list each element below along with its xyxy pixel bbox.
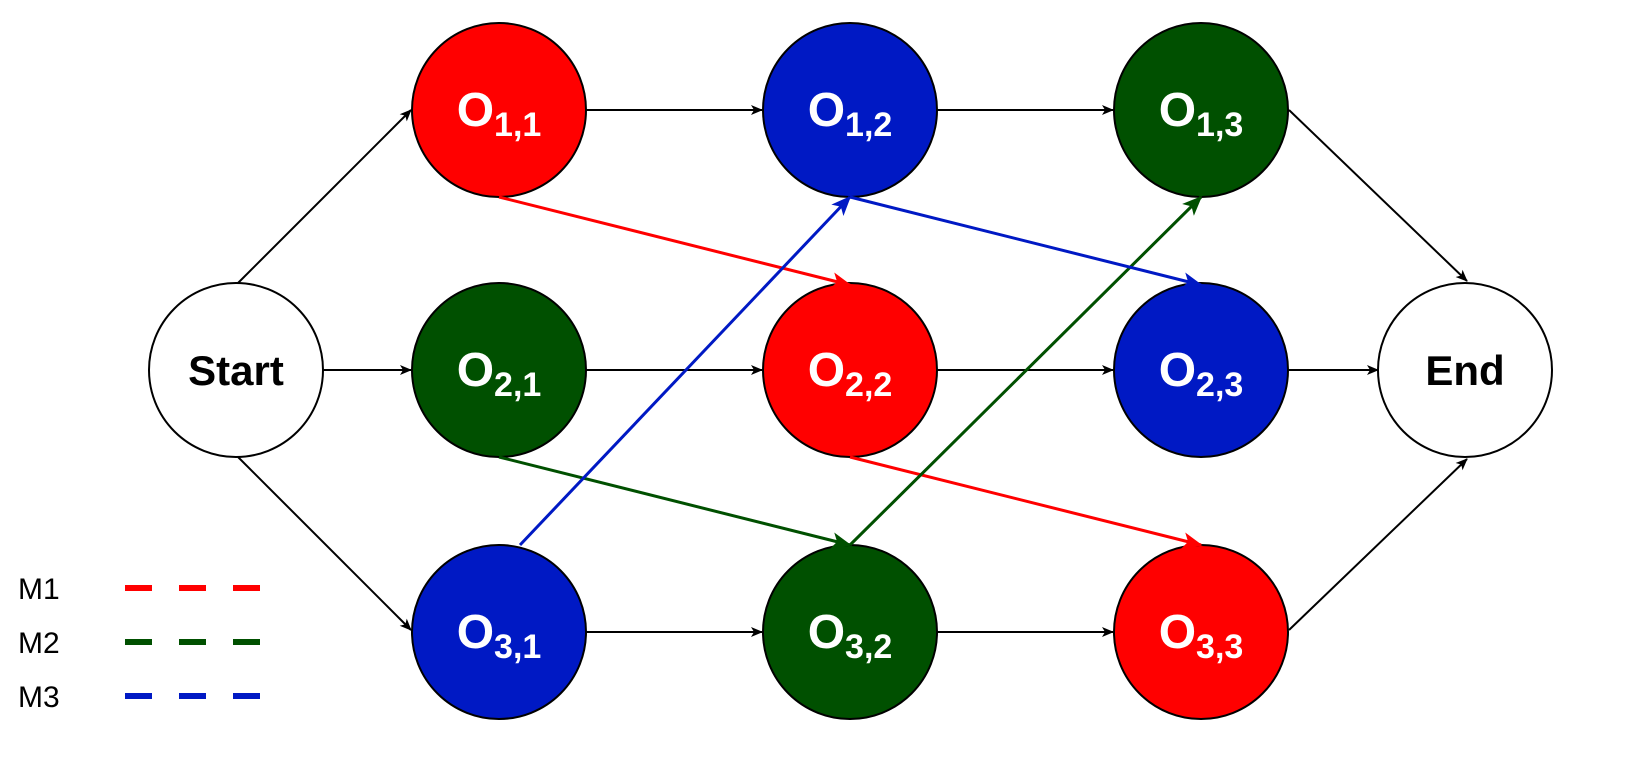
op-main-o31: O xyxy=(457,606,494,659)
op-label-o21: O2,1 xyxy=(457,344,542,404)
op-node-o11: O1,1 xyxy=(411,22,587,198)
op-label-o33: O3,3 xyxy=(1159,606,1244,666)
legend-item-m1: M1 xyxy=(18,573,260,606)
op-sub-o12: 1,2 xyxy=(845,106,892,144)
op-sub-o21: 2,1 xyxy=(494,366,541,404)
op-node-o13: O1,3 xyxy=(1113,22,1289,198)
op-label-o13: O1,3 xyxy=(1159,84,1244,144)
machine-edge-o22-o33 xyxy=(849,455,1203,549)
end-label: End xyxy=(1425,347,1504,394)
machine-edge-o32-o13 xyxy=(848,195,1203,547)
op-node-o22: O2,2 xyxy=(762,282,938,458)
start-node: Start xyxy=(148,282,324,458)
end-node: End xyxy=(1377,282,1553,458)
legend-label-m3: M3 xyxy=(18,681,60,714)
end-circle xyxy=(1377,282,1553,458)
op-main-o23: O xyxy=(1159,344,1196,397)
op-sub-o33: 3,3 xyxy=(1196,628,1243,666)
op-label-o22: O2,2 xyxy=(808,344,893,404)
machine-edges xyxy=(498,195,1203,549)
op-main-o32: O xyxy=(808,606,845,659)
machine-edge-o21-o32 xyxy=(498,455,852,549)
op-sub-o22: 2,2 xyxy=(845,366,892,404)
conjunctive-edges xyxy=(237,105,1468,637)
legend-item-m2: M2 xyxy=(18,627,260,660)
op-label-o11: O1,1 xyxy=(457,84,542,144)
machine-edge-o31-o12 xyxy=(518,195,852,547)
op-sub-o32: 3,2 xyxy=(845,628,892,666)
op-circle-o31 xyxy=(411,544,587,720)
op-node-o31: O3,1 xyxy=(411,544,587,720)
op-main-o33: O xyxy=(1159,606,1196,659)
op-main-o22: O xyxy=(808,344,845,397)
op-main-o11: O xyxy=(457,84,494,137)
nodes: Start O1,1 O1,2 O1,3 O2,1 O2,2 O2,3 xyxy=(148,22,1553,720)
op-node-o32: O3,2 xyxy=(762,544,938,720)
legend-label-m1: M1 xyxy=(18,573,60,606)
op-node-o33: O3,3 xyxy=(1113,544,1289,720)
op-label-o12: O1,2 xyxy=(808,84,893,144)
op-label-o32: O3,2 xyxy=(808,606,893,666)
op-node-o21: O2,1 xyxy=(411,282,587,458)
machine-edge-o11-o22 xyxy=(498,195,852,289)
op-label-o31: O3,1 xyxy=(457,606,542,666)
start-label: Start xyxy=(188,347,284,394)
op-sub-o13: 1,3 xyxy=(1196,106,1243,144)
op-node-o12: O1,2 xyxy=(762,22,938,198)
op-sub-o23: 2,3 xyxy=(1196,366,1243,404)
edge-start-o11 xyxy=(237,109,412,284)
edge-o33-end xyxy=(1288,458,1468,631)
legend-label-m2: M2 xyxy=(18,627,60,660)
legend-item-m3: M3 xyxy=(18,681,260,714)
op-main-o12: O xyxy=(808,84,845,137)
machine-edge-o12-o23 xyxy=(849,195,1203,289)
op-sub-o31: 3,1 xyxy=(494,628,541,666)
op-label-o23: O2,3 xyxy=(1159,344,1244,404)
edge-start-o31 xyxy=(237,456,412,631)
op-node-o23: O2,3 xyxy=(1113,282,1289,458)
edge-o13-end xyxy=(1288,109,1468,282)
legend: M1 M2 M3 xyxy=(18,573,260,714)
op-sub-o11: 1,1 xyxy=(494,106,541,144)
start-circle xyxy=(148,282,324,458)
op-main-o21: O xyxy=(457,344,494,397)
op-main-o13: O xyxy=(1159,84,1196,137)
